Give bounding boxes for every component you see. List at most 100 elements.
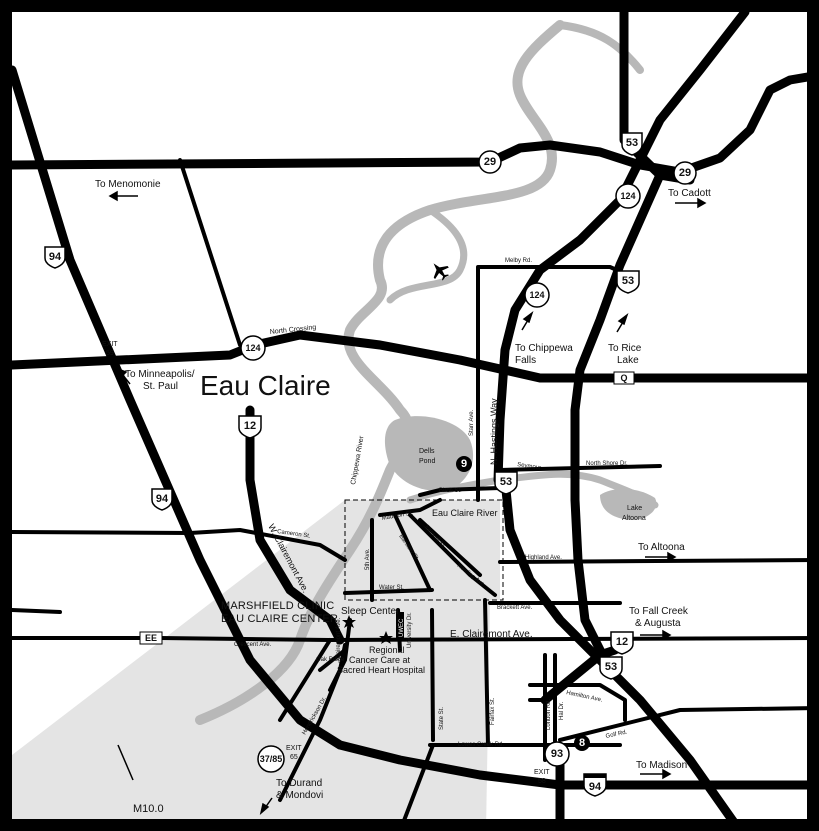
label-to-chippewa-1: To Chippewa [515, 343, 573, 354]
scale-label: M10.0 [133, 803, 164, 815]
label-melby-rd: Melby Rd. [505, 258, 532, 264]
label-to-menomonie: To Menomonie [95, 179, 161, 190]
svg-text:124: 124 [245, 343, 260, 353]
label-cancer-2: Cancer Care at [349, 655, 411, 665]
shield-124-mid: 124 [524, 282, 550, 308]
road-hwy-53-s [500, 475, 745, 831]
label-to-durand-1: To Durand [276, 778, 322, 789]
svg-text:53: 53 [500, 476, 512, 488]
label-exit-65-b: 65 [290, 754, 298, 761]
label-to-fall-creek-1: To Fall Creek [629, 606, 689, 617]
label-to-minneapolis-2: St. Paul [143, 381, 178, 392]
road-fairfax [483, 598, 490, 747]
label-to-rice-1: To Rice [608, 343, 642, 354]
shield-53-south: 53 [599, 656, 623, 680]
label-to-rice-2: Lake [617, 355, 639, 366]
svg-text:29: 29 [679, 167, 691, 179]
svg-text:29: 29 [484, 156, 496, 168]
label-exit-65-a: EXIT [286, 745, 302, 752]
clinic-star-icon [342, 615, 356, 628]
uwec-block [396, 612, 404, 640]
shield-124-north: 124 [615, 183, 641, 209]
arrow-west-menomonie-icon [108, 190, 138, 202]
road-i94 [7, 65, 819, 790]
label-dells-pond-2: Pond [419, 458, 435, 465]
arrow-ne-chippewa-icon [521, 310, 534, 331]
label-madison-st: Madison St. [381, 511, 414, 522]
road-hwy-124-w [7, 330, 819, 383]
label-crescent-ave: Crescent Ave. [234, 642, 272, 648]
road-cameron [10, 528, 347, 562]
shield-94-north: 94 [44, 246, 66, 269]
shield-124-west: 124 [240, 335, 266, 361]
label-clairemont-short: Clairemont Ave. [336, 617, 342, 660]
numbered-markers: 9 8 [456, 456, 590, 751]
road-hwy-29 [7, 70, 819, 177]
arrow-east-cadott-icon [675, 197, 707, 209]
svg-text:53: 53 [622, 275, 634, 287]
label-dells-pond-1: Dells [419, 448, 435, 455]
label-to-altoona: To Altoona [638, 542, 685, 553]
label-to-chippewa-2: Falls [515, 355, 536, 366]
river-branch-loop [386, 206, 468, 304]
road-north-shore [498, 464, 662, 472]
label-clinic-2: EAU CLAIRE CENTER [221, 613, 338, 625]
label-state-st: State St. [439, 707, 445, 730]
marker-9: 9 [456, 456, 472, 472]
svg-text:Q: Q [620, 373, 627, 383]
chippewa-river [195, 20, 565, 725]
svg-text:124: 124 [620, 191, 635, 201]
river-branch-north [556, 21, 644, 74]
label-water-st: Water St. [379, 585, 404, 591]
road-barstow [393, 513, 432, 592]
road-harding [418, 518, 482, 577]
label-north-crossing: North Crossing [269, 324, 316, 336]
label-sleep-center: Sleep Center [341, 606, 400, 617]
road-highland [498, 558, 819, 564]
svg-text:94: 94 [589, 781, 602, 793]
shield-94-south: 94 [583, 773, 607, 797]
label-uwec: UWEC [399, 618, 405, 637]
label-n-hastings-way: N. Hastings Way [489, 398, 499, 465]
label-oak-ridge: Oak Ridge [316, 657, 345, 663]
scale-tick [117, 744, 134, 781]
svg-text:9: 9 [461, 458, 467, 470]
minor-roads [10, 158, 819, 831]
label-to-minneapolis-1: To Minneapolis/ [125, 369, 195, 380]
label-clinic-1: MARSHFIELD CLINIC [221, 600, 334, 612]
road-golf [558, 706, 819, 742]
road-hwy-12-w [245, 405, 345, 645]
arrow-east-fall-creek-icon [640, 629, 672, 641]
road-birch [418, 486, 502, 497]
road-hwy-53-ne [570, 170, 665, 675]
shield-53-mid: 53 [616, 270, 640, 294]
label-to-madison: To Madison [636, 760, 687, 771]
road-mid-west [10, 608, 62, 614]
svg-text:53: 53 [626, 137, 638, 149]
label-lake-altoona-2: Altoona [622, 515, 646, 522]
label-cancer-1: Regional [369, 645, 405, 655]
label-highland-ave: Highland Ave. [525, 555, 562, 561]
shield-94-mid: 94 [151, 488, 173, 511]
svg-text:37/85: 37/85 [260, 754, 283, 764]
shield-12-east: 12 [610, 631, 634, 655]
label-seymour: Seymour [517, 462, 542, 471]
label-brackett-ave: Brackett Ave. [497, 605, 533, 611]
label-exit-58-b: 58 [538, 778, 546, 785]
svg-text:8: 8 [579, 737, 585, 749]
label-exit-59-b: 59 [106, 350, 114, 357]
shield-ee: EE [139, 631, 163, 645]
road-oak-ridge [318, 648, 347, 672]
svg-text:124: 124 [529, 290, 544, 300]
arrow-ne-rice-icon [616, 312, 629, 333]
shield-q: Q [613, 371, 635, 385]
location-stars [342, 615, 393, 644]
label-to-cadott: To Cadott [668, 188, 711, 199]
lake-altoona [600, 488, 657, 520]
label-hamilton-ave: Hamilton Ave. [566, 690, 604, 704]
label-hal-dr: Hal Dr. [559, 701, 565, 720]
label-lake-altoona-1: Lake [627, 505, 642, 512]
label-exit-58-a: EXIT [534, 769, 550, 776]
shield-12-west: 12 [238, 415, 262, 439]
